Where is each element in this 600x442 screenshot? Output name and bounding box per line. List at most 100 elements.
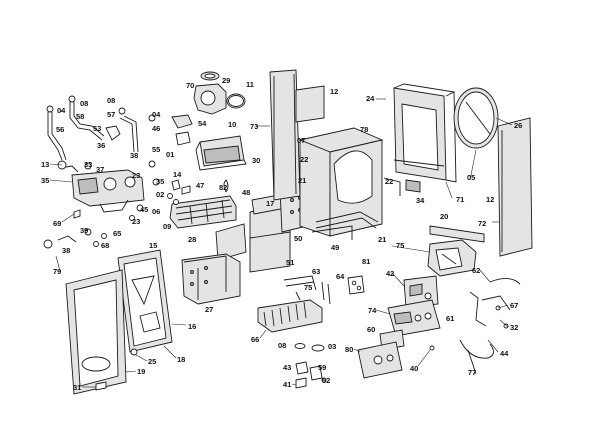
callout-82: 82 (219, 183, 228, 192)
callout-44: 44 (500, 349, 509, 358)
control-panel (387, 299, 441, 337)
callout-75b: 75 (304, 283, 313, 292)
callout-49: 49 (331, 243, 340, 252)
callout-71: 71 (456, 195, 465, 204)
callout-08b: 08 (107, 96, 116, 105)
callout-67: 67 (510, 301, 519, 310)
callout-28: 28 (188, 235, 197, 244)
rear-frame (383, 83, 457, 196)
callout-39: 39 (80, 226, 89, 235)
callout-40: 40 (410, 364, 419, 373)
callout-19: 19 (137, 367, 146, 376)
callout-41: 41 (283, 380, 292, 389)
central-frame (298, 127, 384, 240)
callout-03: 03 (328, 342, 337, 351)
callout-54: 54 (198, 119, 207, 128)
heat-exchanger (169, 179, 237, 229)
callout-58: 58 (76, 112, 85, 121)
callout-73: 73 (250, 122, 259, 131)
callout-68: 68 (101, 241, 110, 250)
callout-04b: 04 (152, 110, 161, 119)
callout-46: 46 (152, 124, 161, 133)
gas-valve-block (57, 160, 160, 221)
callout-27: 27 (205, 305, 214, 314)
callout-48: 48 (242, 188, 251, 197)
callout-16: 16 (188, 322, 197, 331)
callout-18: 18 (177, 355, 186, 364)
callout-70: 70 (186, 81, 195, 90)
callout-78: 78 (360, 125, 369, 134)
callout-07: 07 (297, 136, 306, 145)
callout-38b: 38 (62, 246, 71, 255)
callout-14: 14 (173, 170, 182, 179)
callout-60: 60 (367, 325, 376, 334)
callout-04a: 04 (57, 106, 66, 115)
callout-06: 06 (152, 207, 161, 216)
callout-66: 66 (251, 335, 260, 344)
callout-74: 74 (368, 306, 377, 315)
callout-51: 51 (286, 258, 295, 267)
callout-79: 79 (53, 267, 62, 276)
callout-24: 24 (366, 94, 375, 103)
burner (257, 275, 323, 333)
callout-10: 10 (228, 120, 237, 129)
callout-63: 63 (312, 267, 321, 276)
callout-20: 20 (440, 212, 449, 221)
callout-53: 53 (93, 124, 102, 133)
callout-23b: 23 (132, 217, 141, 226)
callout-42: 42 (386, 269, 395, 278)
callout-35a: 35 (41, 176, 50, 185)
small-fittings (43, 209, 435, 389)
callout-21a: 21 (298, 176, 307, 185)
control-box (427, 239, 477, 277)
callout-57: 57 (107, 110, 116, 119)
callout-65: 65 (113, 229, 122, 238)
callout-50: 50 (294, 234, 303, 243)
callout-77: 77 (468, 368, 477, 377)
callout-01: 01 (166, 150, 175, 159)
callout-30: 30 (252, 156, 261, 165)
callout-34: 34 (416, 196, 425, 205)
callout-55: 55 (152, 145, 161, 154)
callout-38a: 38 (130, 151, 139, 160)
callout-23a: 23 (132, 171, 141, 180)
expansion-vessel (453, 87, 499, 149)
callout-52: 52 (322, 376, 331, 385)
callout-02: 02 (156, 190, 165, 199)
callout-09: 09 (163, 222, 172, 231)
left-side-panel (269, 69, 325, 201)
callout-75a: 75 (396, 241, 405, 250)
callout-69: 69 (53, 219, 62, 228)
display-and-cover (357, 329, 405, 379)
callout-21b: 21 (378, 235, 387, 244)
callout-36: 36 (97, 141, 106, 150)
callout-61: 61 (446, 314, 455, 323)
callout-15: 15 (149, 241, 158, 250)
front-casing (65, 249, 173, 395)
callout-47: 47 (196, 181, 205, 190)
bottom-tray (429, 225, 485, 243)
callout-33: 33 (84, 160, 93, 169)
electrodes (321, 275, 365, 305)
callout-11: 11 (246, 80, 254, 89)
water-pipe-assembly (46, 95, 156, 161)
callout-37: 37 (96, 165, 105, 174)
callout-22a: 22 (300, 155, 309, 164)
callout-32: 32 (510, 323, 519, 332)
callout-25: 25 (148, 357, 157, 366)
callout-17: 17 (266, 199, 275, 208)
callout-45: 45 (140, 205, 149, 214)
callout-08c: 08 (278, 341, 287, 350)
right-side-panel (497, 117, 533, 257)
flue-hood (195, 135, 247, 171)
callout-26: 26 (514, 121, 523, 130)
callout-72: 72 (478, 219, 487, 228)
callout-56: 56 (56, 125, 65, 134)
callout-08a: 08 (80, 99, 89, 108)
callout-13: 13 (41, 160, 50, 169)
callout-35b: 35 (156, 177, 165, 186)
callout-81: 81 (362, 257, 371, 266)
callout-62: 62 (472, 266, 481, 275)
callout-12b: 12 (486, 195, 495, 204)
